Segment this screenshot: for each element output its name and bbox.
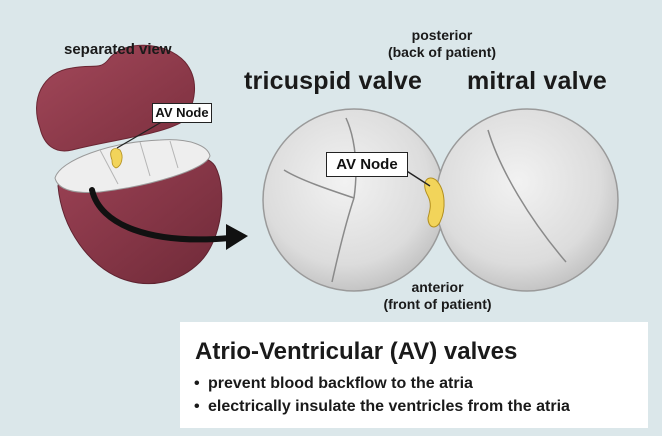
info-panel: Atrio-Ventricular (AV) valves • prevent b… [180,322,648,428]
anterior-label: anterior (front of patient) [365,279,510,313]
mitral-valve-label: mitral valve [467,67,607,95]
av-node-callout-small: AV Node [152,103,212,123]
bullet-item: • prevent blood backflow to the atria [194,375,473,393]
anterior-line1: anterior [411,279,464,295]
pointer-arrow [89,187,233,243]
bullet-dot: • [194,375,200,392]
mitral-valve-shape [435,108,619,292]
bullet-text: electrically insulate the ventricles fro… [208,398,570,415]
bullet-text: prevent blood backflow to the atria [208,375,473,392]
av-node-callout-large: AV Node [326,152,408,177]
info-title: Atrio-Ventricular (AV) valves [195,338,518,365]
posterior-label: posterior (back of patient) [372,27,512,61]
posterior-line2: (back of patient) [387,44,497,60]
heart-illustration [36,44,248,285]
separated-view-label: separated view [64,41,172,58]
bullet-dot: • [194,398,200,415]
anterior-line2: (front of patient) [383,296,492,312]
valve-pair [262,108,619,292]
heart-atria [36,44,196,152]
tricuspid-valve-label: tricuspid valve [244,67,423,95]
av-node-small-shape [110,148,123,169]
av-node-large-shape [424,177,445,228]
posterior-line1: posterior [411,27,473,43]
bullet-item: • electrically insulate the ventricles fr… [194,398,570,416]
